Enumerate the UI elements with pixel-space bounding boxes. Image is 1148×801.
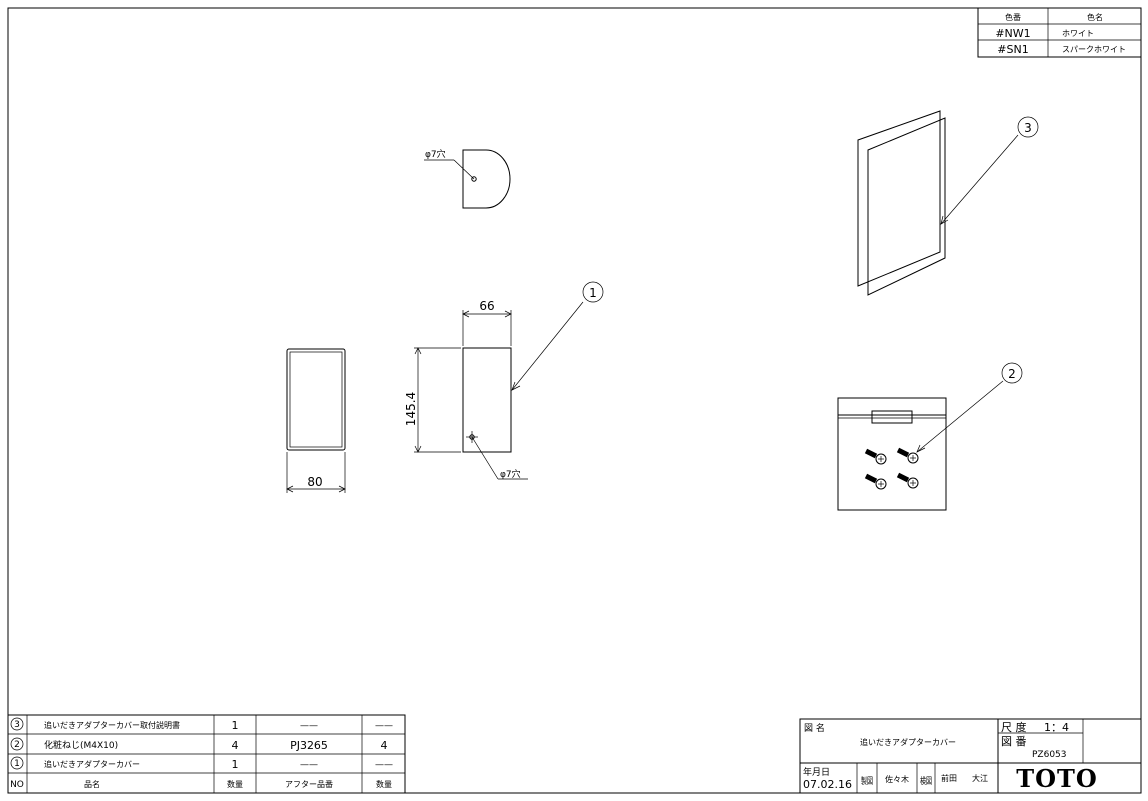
dim-height-145: 145.4: [404, 392, 418, 426]
parts-header-after: アフター品番: [285, 779, 333, 789]
side-view: φ7穴 66 145.4 1: [404, 281, 604, 480]
parts-row-name: 化粧ねじ(M4X10): [44, 739, 118, 751]
drawing-number: PZ6053: [1032, 750, 1067, 760]
top-view-d-shape: φ7穴: [424, 148, 511, 209]
parts-row-qty: 1: [232, 758, 239, 771]
parts-row-name: 追いだきアダプターカバー取付説明書: [44, 720, 180, 730]
parts-row-qty2: ——: [375, 760, 393, 770]
checked-by-2: 大江: [972, 773, 988, 783]
parts-row-after: PJ3265: [290, 739, 328, 752]
parts-row-qty: 1: [232, 719, 239, 732]
parts-row-after: ——: [300, 721, 318, 731]
screw-icon: [896, 472, 919, 489]
drawing-name-label: 図 名: [804, 722, 825, 734]
color-code-nw1: #NW1: [995, 27, 1030, 40]
parts-list: 3 追いだきアダプターカバー取付説明書 1 —— —— 2 化粧ねじ(M4X10…: [7, 714, 406, 794]
made-by: 佐々木: [885, 774, 909, 784]
made-label: 製図: [861, 775, 873, 787]
toto-logo: TOTO: [1016, 764, 1098, 793]
scale-value: 1：4: [1044, 721, 1069, 734]
color-code-sn1: #SN1: [997, 43, 1028, 56]
sheet-border: [7, 7, 1142, 794]
parts-row-no: 3: [14, 720, 20, 730]
dim-width-66: 66: [479, 299, 494, 313]
balloon-3: 3: [1024, 121, 1032, 135]
parts-header-name: 品名: [84, 779, 100, 789]
color-name-sn1: スパークホワイト: [1062, 45, 1126, 54]
parts-row-qty2: ——: [375, 721, 393, 731]
instruction-sheet: 3: [857, 110, 1039, 296]
color-table: 色番 色名 #NW1 ホワイト #SN1 スパークホワイト: [977, 7, 1142, 58]
balloon-2: 2: [1008, 367, 1016, 381]
date-label: 年月日: [803, 766, 830, 778]
parts-row-after: ——: [300, 760, 318, 770]
color-name-nw1: ホワイト: [1062, 29, 1094, 38]
parts-row-qty: 4: [232, 739, 239, 752]
screw-icon: [864, 473, 887, 490]
screw-icon: [896, 447, 919, 464]
hole-label-top: φ7穴: [425, 148, 446, 160]
date-value: 07.02.16: [803, 778, 852, 791]
parts-row-no: 2: [14, 740, 20, 750]
dim-width-80: 80: [307, 475, 322, 489]
parts-header-qty2: 数量: [376, 779, 392, 789]
color-name-header: 色名: [1087, 12, 1103, 22]
parts-header-no: NO: [10, 780, 24, 790]
color-code-header: 色番: [1005, 12, 1021, 22]
parts-row-no: 1: [14, 759, 20, 769]
balloon-1: 1: [589, 286, 597, 300]
parts-header-qty: 数量: [227, 779, 243, 789]
hole-label-side: φ7穴: [500, 468, 521, 480]
title-block: 図 名 追いだきアダプターカバー 尺 度 1：4 図 番 PZ6053 年月日 …: [799, 718, 1142, 794]
check-label: 検図: [920, 775, 932, 787]
parts-row-name: 追いだきアダプターカバー: [44, 759, 140, 769]
drawing-name: 追いだきアダプターカバー: [860, 737, 956, 747]
screw-bag: 2: [837, 362, 1023, 511]
front-view: 80: [286, 348, 346, 493]
scale-label: 尺 度: [1001, 720, 1027, 734]
parts-row-qty2: 4: [381, 739, 388, 752]
screw-icon: [864, 448, 887, 465]
drawing-number-label: 図 番: [1001, 735, 1027, 748]
checked-by-1: 前田: [941, 773, 957, 783]
